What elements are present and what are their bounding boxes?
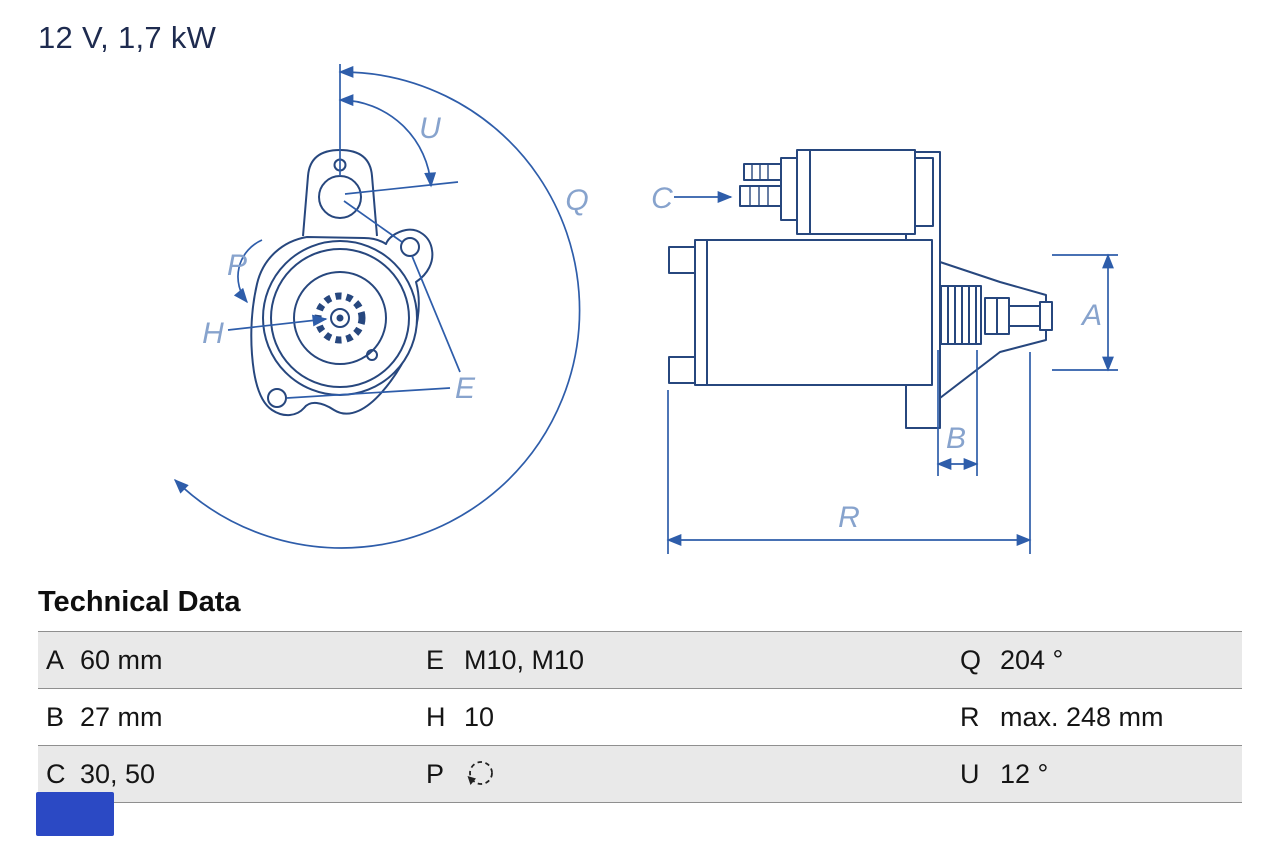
rotation-ccw-icon <box>467 761 493 785</box>
rotation-arc-P <box>233 239 263 304</box>
page-title: 12 V, 1,7 kW <box>38 20 217 55</box>
pinion-gear-teeth <box>947 286 977 344</box>
label-C: C <box>651 182 673 215</box>
shaft <box>1008 305 1041 327</box>
table-value: 60 mm <box>80 644 163 675</box>
table-row: C 30, 50 P U 12 ° <box>38 746 1242 803</box>
leader-line-H <box>227 314 328 331</box>
watermark-badge <box>36 792 114 836</box>
table-key: H <box>426 701 446 732</box>
dimension-labels: U Q P H E C A B R <box>202 112 1102 534</box>
label-R: R <box>838 501 860 534</box>
table-value: 27 mm <box>80 701 163 732</box>
label-B: B <box>946 422 966 455</box>
u-reference-line <box>344 181 459 195</box>
terminal-lower <box>739 185 782 207</box>
table-value: M10, M10 <box>464 644 585 675</box>
table-value: 30, 50 <box>80 758 156 789</box>
table-key: U <box>960 758 980 789</box>
table-key: B <box>46 701 65 732</box>
table-key: Q <box>960 644 982 675</box>
table-value: 204 ° <box>1000 644 1064 675</box>
terminal-block <box>780 157 798 221</box>
label-H: H <box>202 317 224 350</box>
table-key: A <box>46 644 65 675</box>
dimension-arc-U <box>338 94 437 188</box>
bolt-hole-upper <box>400 237 420 257</box>
label-Q: Q <box>565 184 588 217</box>
label-U: U <box>419 112 441 145</box>
table-value: max. 248 mm <box>1000 701 1164 732</box>
leader-line-E-lower <box>286 387 451 399</box>
shaft-end-cap <box>1039 301 1053 331</box>
side-view-dimensions <box>666 191 1118 554</box>
leader-line-E-upper <box>411 255 461 373</box>
table-value: 12 ° <box>1000 758 1049 789</box>
front-view-dimensions <box>173 64 581 549</box>
table-key: E <box>426 644 445 675</box>
motor-lug-lower <box>668 356 696 384</box>
technical-drawing: U Q P H E C A B R <box>173 64 1118 554</box>
pinion-center <box>336 314 344 322</box>
u-bolt-line <box>343 200 403 243</box>
solenoid-cap <box>914 157 934 227</box>
table-row: A 60 mm E M10, M10 Q 204 ° <box>38 632 1242 689</box>
label-E: E <box>455 372 476 405</box>
front-view-starter <box>250 149 434 416</box>
label-P: P <box>227 249 247 282</box>
solenoid-body <box>796 149 916 235</box>
table-key: C <box>46 758 66 789</box>
table-value <box>462 758 952 790</box>
motor-lug-upper <box>668 246 696 274</box>
table-key: P <box>426 758 445 789</box>
table-key: R <box>960 701 980 732</box>
technical-data-table: A 60 mm E M10, M10 Q 204 ° B 27 mm H 10 … <box>38 631 1242 803</box>
table-row: B 27 mm H 10 R max. 248 mm <box>38 689 1242 746</box>
label-A: A <box>1080 299 1102 332</box>
side-view-starter <box>668 149 1053 429</box>
terminal-hatch <box>749 164 769 206</box>
terminal-upper <box>743 163 782 181</box>
technical-data-heading: Technical Data <box>38 586 241 618</box>
dimension-arc-Q <box>173 65 581 549</box>
small-detail-hole <box>366 349 378 361</box>
table-value: 10 <box>464 701 495 732</box>
motor-body <box>694 239 933 386</box>
